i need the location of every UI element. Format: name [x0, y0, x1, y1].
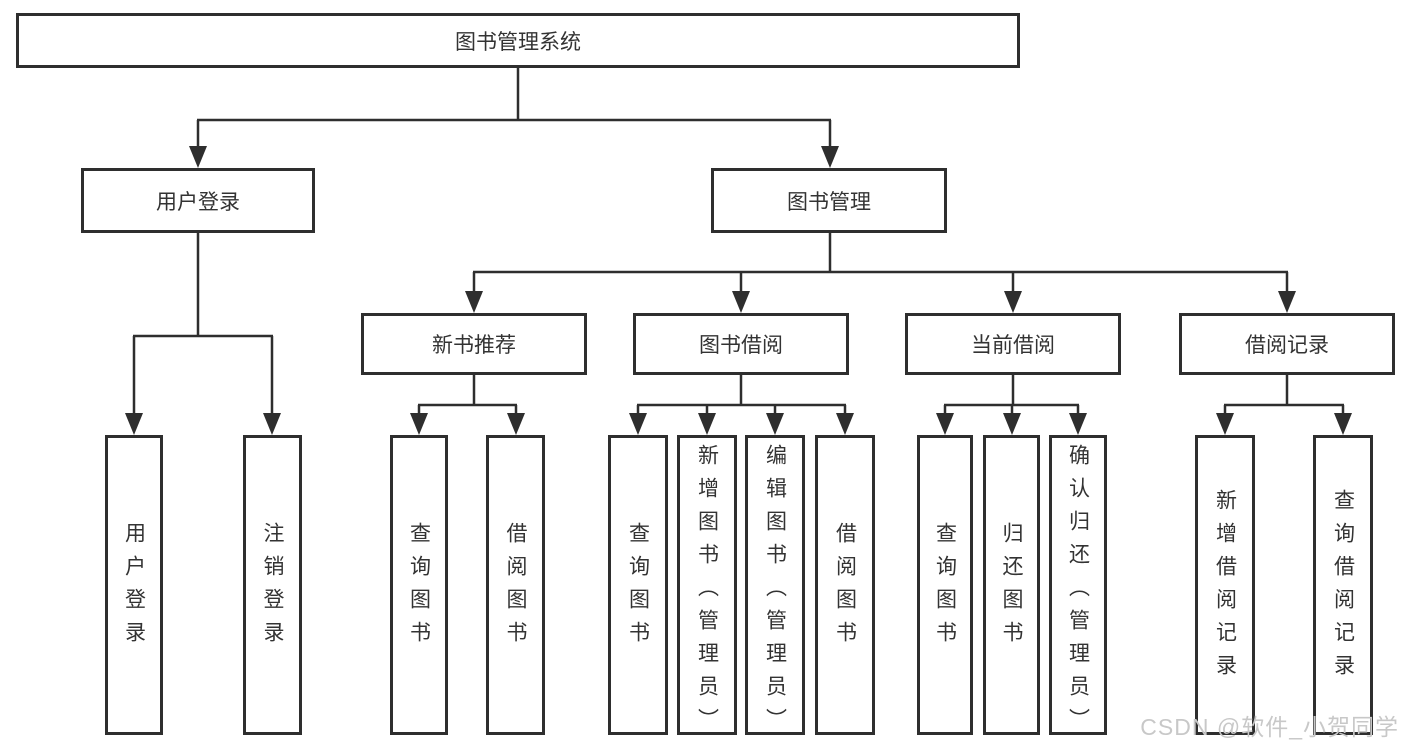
leaf-add-books-admin: 新增图书（管理员） [677, 435, 737, 741]
leaf-edit-books-admin: 编辑图书（管理员） [745, 435, 805, 741]
node-book-management: 图书管理 [711, 168, 947, 233]
node-user-login: 用户登录 [81, 168, 315, 233]
leaf-user-login: 用户登录 [105, 435, 163, 735]
node-new-book-recommend: 新书推荐 [361, 313, 587, 375]
node-library-management-system: 图书管理系统 [16, 13, 1020, 68]
leaf-query-books-borrowing: 查询图书 [608, 435, 668, 735]
leaf-query-books-recommend: 查询图书 [390, 435, 448, 735]
csdn-watermark: CSDN @软件_小贺同学 [1140, 714, 1399, 740]
leaf-add-borrow-record: 新增借阅记录 [1195, 435, 1255, 735]
node-book-borrowing: 图书借阅 [633, 313, 849, 375]
leaf-borrow-books: 借阅图书 [815, 435, 875, 735]
node-current-borrowing: 当前借阅 [905, 313, 1121, 375]
leaf-logout: 注销登录 [243, 435, 302, 735]
leaf-return-books: 归还图书 [983, 435, 1040, 735]
node-borrowing-records: 借阅记录 [1179, 313, 1395, 375]
leaf-confirm-return-admin: 确认归还（管理员） [1049, 435, 1107, 741]
leaf-query-borrow-record: 查询借阅记录 [1313, 435, 1373, 735]
leaf-borrow-books-recommend: 借阅图书 [486, 435, 545, 735]
leaf-query-books-current: 查询图书 [917, 435, 973, 735]
